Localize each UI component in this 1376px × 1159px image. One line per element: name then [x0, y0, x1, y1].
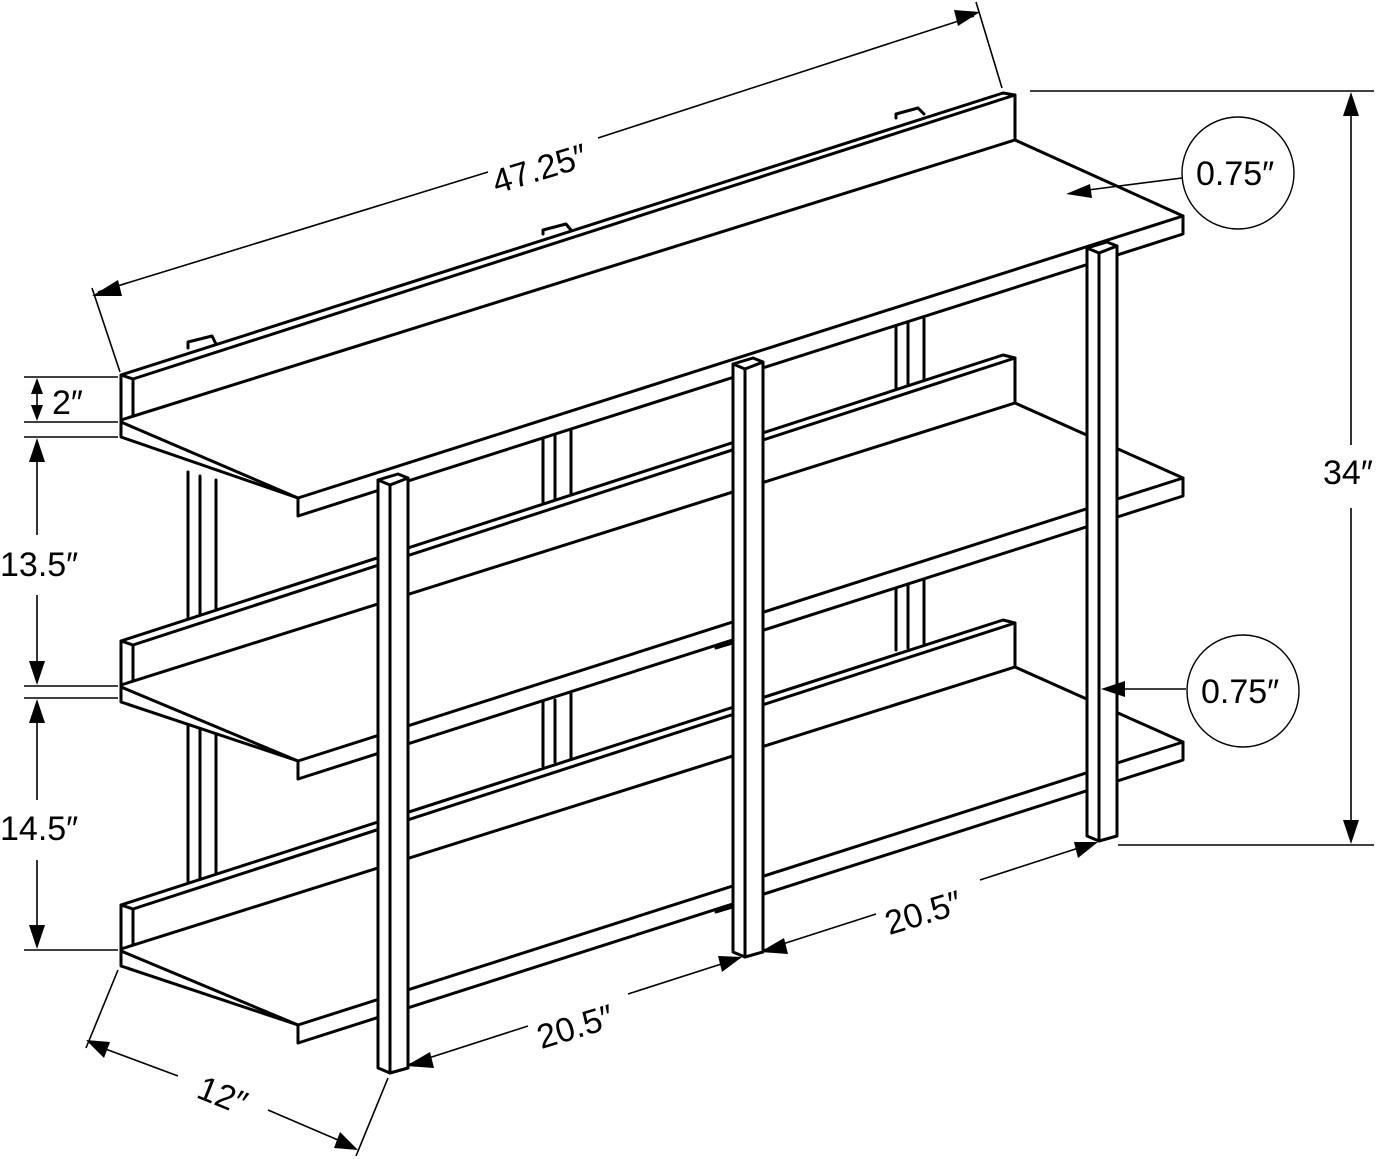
length-dimension-line	[97, 15, 975, 293]
shelf-thickness-arrow	[1066, 184, 1092, 198]
rear-right-post-lower	[894, 576, 926, 652]
shelf-thickness-leader	[1087, 177, 1183, 191]
height-arrow-bottom	[1343, 820, 1359, 844]
upper-gap-arrow-bottom	[29, 661, 45, 685]
rear-right-post-upper	[894, 314, 926, 394]
lip-label: 2″	[52, 384, 83, 422]
shelf-thickness-label: 0.75″	[1196, 155, 1274, 193]
left-extension-lines	[24, 376, 118, 951]
post-thickness-arrow	[1101, 681, 1125, 697]
rear-middle-post-upper	[541, 426, 573, 504]
lip-arrow-top	[31, 378, 43, 394]
upper-gap-label: 13.5″	[0, 546, 78, 584]
length-label: 47.25″	[488, 137, 592, 202]
front-left-post	[376, 472, 410, 1075]
depth-arrow-left	[86, 1040, 110, 1058]
top-shelf	[119, 91, 1185, 518]
span-front-label: 20.5″	[532, 998, 618, 1057]
span-back-arrow-right	[1074, 842, 1098, 858]
rear-middle-post-lower	[541, 692, 573, 768]
depth-label: 12″	[192, 1069, 252, 1123]
length-arrow-right	[954, 10, 980, 26]
front-right-post	[1085, 240, 1119, 843]
lower-gap-label: 14.5″	[0, 810, 78, 848]
post-thickness-callout-circle	[1186, 634, 1300, 748]
front-middle-post	[731, 356, 765, 959]
top-connector-stubs	[186, 106, 926, 350]
length-extension-lines	[91, 1, 1003, 373]
lower-gap-arrow-top	[29, 699, 45, 723]
height-label: 34″	[1323, 454, 1373, 492]
upper-gap-arrow-top	[29, 438, 45, 462]
shelf-thickness-callout-circle	[1181, 116, 1295, 230]
depth-arrow-right	[334, 1132, 358, 1150]
span-front-arrow-left	[406, 1052, 434, 1068]
depth-extension-lines	[85, 969, 389, 1157]
span-front-arrow-right	[718, 956, 742, 972]
span-back-arrow-left	[760, 938, 788, 954]
height-arrow-top	[1343, 92, 1359, 116]
lip-arrow-bottom	[31, 405, 43, 421]
length-arrow-left	[92, 280, 122, 296]
span-back-label: 20.5″	[880, 884, 966, 943]
height-extension-lines	[1030, 90, 1374, 846]
lower-gap-arrow-bottom	[29, 925, 45, 949]
post-thickness-label: 0.75″	[1201, 673, 1279, 711]
